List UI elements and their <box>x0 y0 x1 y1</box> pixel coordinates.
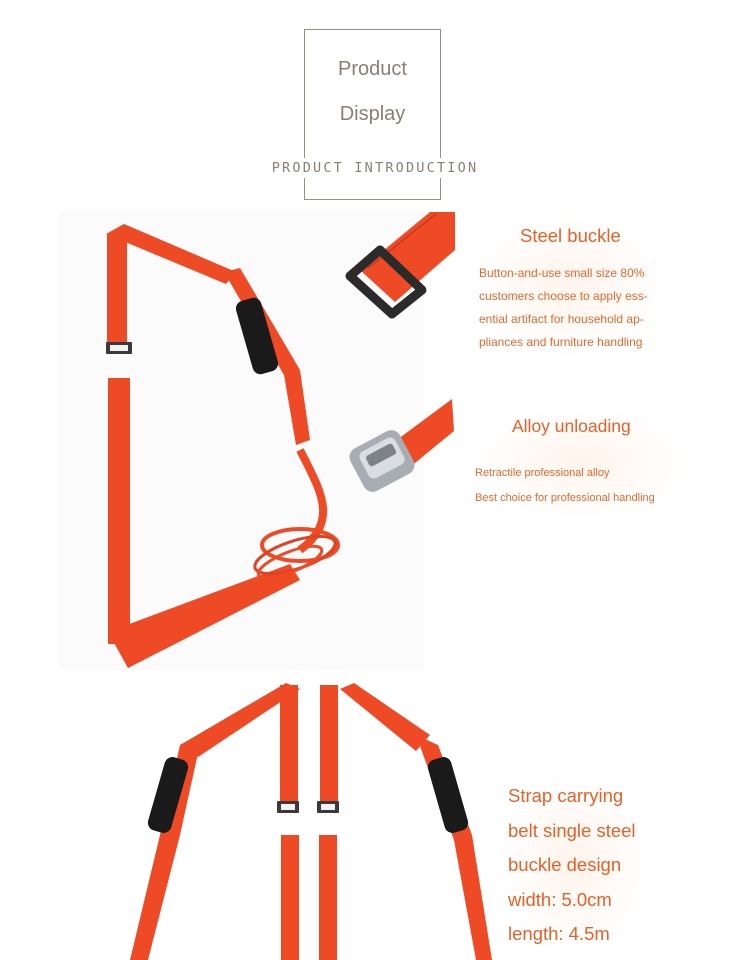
steel-buckle-closeup-image <box>345 212 455 319</box>
product-introduction-subtitle: PRODUCT INTRODUCTION <box>255 158 495 178</box>
spec-line: buckle design <box>508 854 622 875</box>
steel-buckle-line: customers choose to apply ess- <box>479 289 648 303</box>
alloy-unloading-title: Alloy unloading <box>512 416 631 436</box>
dual-strap-product-image <box>130 683 492 960</box>
alloy-line: Best choice for professional handling <box>475 492 655 504</box>
spec-length: length: 4.5m <box>508 923 610 944</box>
alloy-text-glow <box>470 405 690 520</box>
steel-buckle-description: Button-and-use small size 80% customers … <box>479 262 679 354</box>
spec-line: belt single steel <box>508 819 636 841</box>
alloy-unloading-description: Retractile professional alloy Best choic… <box>475 461 695 511</box>
alloy-buckle-closeup-image <box>349 399 454 492</box>
steel-buckle-line: pliances and furniture handling <box>479 335 643 349</box>
spec-width: width: 5.0cm <box>508 888 612 910</box>
strap-product-image <box>106 224 340 668</box>
spec-text-glow <box>500 770 650 960</box>
alloy-line: Retractile professional alloy <box>475 467 610 479</box>
steel-buckle-line: Button-and-use small size 80% <box>479 266 645 280</box>
spec-line: Strap carrying <box>508 785 624 806</box>
title-line-product: Product <box>338 58 407 80</box>
spec-description: Strap carrying belt single steel buckle … <box>508 779 708 952</box>
steel-buckle-line: ential artifact for household ap- <box>479 312 644 326</box>
steel-buckle-title: Steel buckle <box>520 225 621 246</box>
title-line-display: Display <box>339 103 406 125</box>
steel-buckle-text-glow <box>470 210 670 360</box>
product-display-frame: Product Display <box>304 29 441 200</box>
